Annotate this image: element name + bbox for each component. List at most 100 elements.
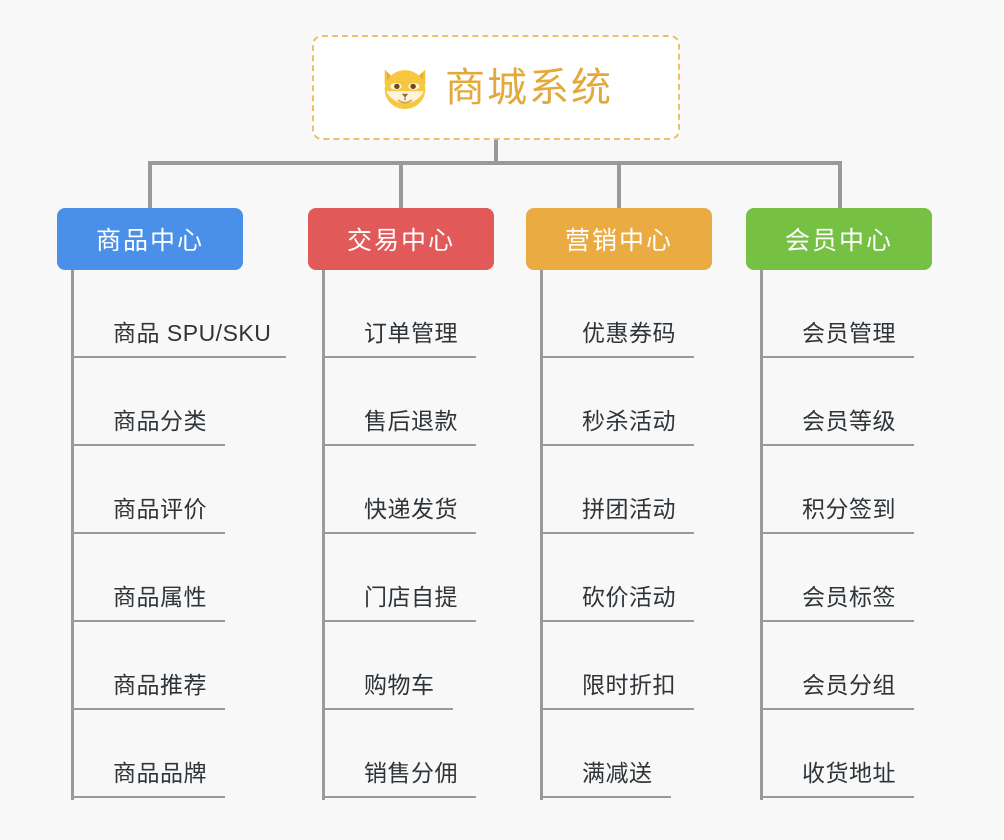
category-label-1: 商品中心 — [95, 227, 204, 255]
leaf-item-label: 商品品牌 — [113, 760, 207, 786]
leaf-item-underline — [71, 532, 225, 534]
leaf-item[interactable]: 销售分佣 — [322, 710, 552, 798]
leaf-item-label: 商品推荐 — [113, 672, 207, 698]
trunk-line-col-4 — [760, 270, 763, 800]
leaf-item[interactable]: 收货地址 — [760, 710, 990, 798]
leaf-item-label: 积分签到 — [802, 496, 896, 522]
leaf-item-underline — [322, 444, 476, 446]
leaf-item-underline — [760, 532, 914, 534]
leaf-item-underline — [71, 708, 225, 710]
leaf-item[interactable]: 商品推荐 — [71, 622, 301, 710]
leaf-column-1: 商品 SPU/SKU 商品分类商品评价商品属性商品推荐商品品牌 — [71, 270, 301, 800]
leaf-item[interactable]: 商品 SPU/SKU — [71, 270, 301, 358]
leaf-item[interactable]: 会员分组 — [760, 622, 990, 710]
leaf-item-underline — [322, 708, 453, 710]
root-title: 商城系统 — [445, 65, 613, 110]
shiba-dog-face-icon — [384, 68, 426, 109]
leaf-item-underline — [322, 796, 476, 798]
leaf-item[interactable]: 积分签到 — [760, 446, 990, 534]
leaf-item-label: 收货地址 — [802, 760, 896, 786]
leaf-item-underline — [322, 620, 476, 622]
leaf-item[interactable]: 满减送 — [540, 710, 770, 798]
leaf-item-label: 拼团活动 — [582, 496, 676, 522]
trunk-line-col-1 — [71, 270, 74, 800]
leaf-item-underline — [760, 796, 914, 798]
leaf-column-3: 优惠券码秒杀活动拼团活动砍价活动限时折扣满减送 — [540, 270, 770, 800]
leaf-item-label: 砍价活动 — [582, 584, 676, 610]
leaf-item-label: 会员分组 — [802, 672, 896, 698]
leaf-item-underline — [760, 356, 914, 358]
leaf-item[interactable]: 拼团活动 — [540, 446, 770, 534]
leaf-item[interactable]: 秒杀活动 — [540, 358, 770, 446]
leaf-item-underline — [71, 444, 225, 446]
category-box-3[interactable]: 营销中心 — [526, 208, 712, 270]
leaf-item[interactable]: 商品分类 — [71, 358, 301, 446]
leaf-rows-col-2: 订单管理售后退款快递发货门店自提购物车销售分佣 — [322, 270, 552, 798]
leaf-item[interactable]: 快递发货 — [322, 446, 552, 534]
drop-line-col-4 — [838, 161, 842, 208]
leaf-item-underline — [540, 356, 694, 358]
drop-line-col-2 — [399, 161, 403, 208]
leaf-item-underline — [760, 444, 914, 446]
leaf-item-underline — [322, 532, 476, 534]
leaf-item-underline — [760, 620, 914, 622]
leaf-item-underline — [71, 796, 225, 798]
leaf-rows-col-1: 商品 SPU/SKU 商品分类商品评价商品属性商品推荐商品品牌 — [71, 270, 301, 798]
root-node[interactable]: 商城系统 — [312, 35, 680, 140]
leaf-item-label: 会员管理 — [802, 320, 896, 346]
leaf-item[interactable]: 售后退款 — [322, 358, 552, 446]
category-label-3: 营销中心 — [564, 227, 673, 255]
leaf-item-underline — [71, 356, 286, 358]
leaf-item-label: 秒杀活动 — [582, 408, 676, 434]
leaf-item[interactable]: 商品属性 — [71, 534, 301, 622]
leaf-item[interactable]: 门店自提 — [322, 534, 552, 622]
leaf-item[interactable]: 砍价活动 — [540, 534, 770, 622]
leaf-item[interactable]: 商品评价 — [71, 446, 301, 534]
leaf-item-underline — [540, 532, 694, 534]
leaf-item-label: 销售分佣 — [364, 760, 458, 786]
connector-bus-line — [148, 161, 842, 165]
category-label-2: 交易中心 — [346, 227, 455, 255]
leaf-item-underline — [760, 708, 914, 710]
leaf-item-label: 满减送 — [582, 760, 653, 786]
leaf-item-label: 优惠券码 — [582, 320, 676, 346]
leaf-item[interactable]: 商品品牌 — [71, 710, 301, 798]
leaf-column-2: 订单管理售后退款快递发货门店自提购物车销售分佣 — [322, 270, 552, 800]
leaf-item[interactable]: 订单管理 — [322, 270, 552, 358]
leaf-item-label: 订单管理 — [364, 320, 458, 346]
leaf-item-label: 会员标签 — [802, 584, 896, 610]
category-box-1[interactable]: 商品中心 — [57, 208, 243, 270]
leaf-item-label: 商品评价 — [113, 496, 207, 522]
leaf-item-underline — [540, 708, 694, 710]
leaf-item-underline — [71, 620, 225, 622]
leaf-item-label: 购物车 — [364, 672, 435, 698]
leaf-rows-col-3: 优惠券码秒杀活动拼团活动砍价活动限时折扣满减送 — [540, 270, 770, 798]
leaf-item[interactable]: 优惠券码 — [540, 270, 770, 358]
leaf-item-underline — [540, 796, 671, 798]
leaf-item-underline — [322, 356, 476, 358]
drop-line-col-1 — [148, 161, 152, 208]
leaf-item-underline — [540, 444, 694, 446]
category-box-4[interactable]: 会员中心 — [746, 208, 932, 270]
leaf-item-label: 门店自提 — [364, 584, 458, 610]
leaf-item-underline — [540, 620, 694, 622]
leaf-item-label: 会员等级 — [802, 408, 896, 434]
trunk-line-col-2 — [322, 270, 325, 800]
leaf-item[interactable]: 会员管理 — [760, 270, 990, 358]
leaf-item-label: 商品属性 — [113, 584, 207, 610]
leaf-item[interactable]: 会员等级 — [760, 358, 990, 446]
root-stem-line — [494, 140, 498, 163]
leaf-item[interactable]: 购物车 — [322, 622, 552, 710]
leaf-rows-col-4: 会员管理会员等级积分签到会员标签会员分组收货地址 — [760, 270, 990, 798]
leaf-item-label: 商品 SPU/SKU — [113, 320, 272, 346]
drop-line-col-3 — [617, 161, 621, 208]
leaf-item-label: 快递发货 — [364, 496, 458, 522]
leaf-item[interactable]: 会员标签 — [760, 534, 990, 622]
leaf-item-label: 售后退款 — [364, 408, 458, 434]
leaf-item-label: 商品分类 — [113, 408, 207, 434]
leaf-item-label: 限时折扣 — [582, 672, 676, 698]
category-box-2[interactable]: 交易中心 — [308, 208, 494, 270]
leaf-item[interactable]: 限时折扣 — [540, 622, 770, 710]
leaf-column-4: 会员管理会员等级积分签到会员标签会员分组收货地址 — [760, 270, 990, 800]
